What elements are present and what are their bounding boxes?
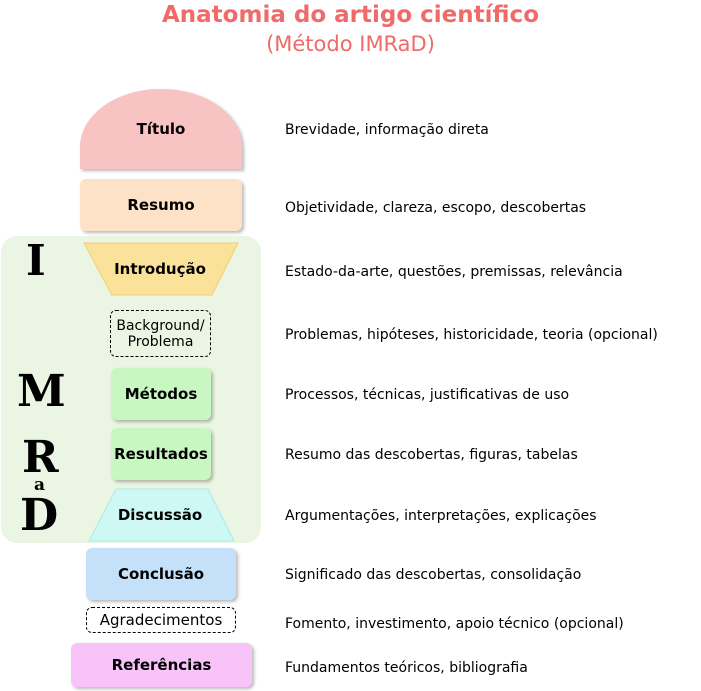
agradecimentos-description: Fomento, investimento, apoio técnico (op… (285, 616, 624, 632)
titulo-label: Título (136, 120, 186, 138)
discussao-shape (88, 488, 235, 542)
resumo-label: Resumo (127, 196, 195, 214)
background-label-line1: Background/ (116, 317, 205, 334)
titulo-description: Brevidade, informação direta (285, 122, 489, 138)
imrad-letter-a: a (34, 475, 46, 495)
imrad-letter-d: D (20, 490, 59, 541)
background-label-line2: Problema (127, 333, 194, 350)
conclusao-block: Conclusão (86, 548, 236, 600)
resumo-block: Resumo (80, 179, 242, 231)
background-description: Problemas, hipóteses, historicidade, teo… (285, 327, 658, 343)
page-title: Anatomia do artigo científico (161, 2, 539, 28)
metodos-description: Processos, técnicas, justificativas de u… (285, 387, 570, 403)
page-subtitle: (Método IMRaD) (266, 32, 435, 56)
resultados-block: Resultados (111, 428, 211, 480)
discussao-description: Argumentações, interpretações, explicaçõ… (285, 508, 597, 524)
introducao-label: Introdução (114, 260, 206, 278)
agradecimentos-box: Agradecimentos (86, 607, 236, 633)
conclusao-description: Significado das descobertas, consolidaçã… (285, 567, 582, 583)
conclusao-label: Conclusão (117, 565, 205, 583)
imrad-letter-i: I (26, 236, 46, 285)
introducao-description: Estado-da-arte, questões, premissas, rel… (285, 264, 623, 280)
resultados-label: Resultados (114, 445, 208, 463)
introducao-shape (83, 242, 239, 296)
metodos-label: Métodos (124, 385, 198, 403)
referencias-block: Referências (71, 643, 252, 687)
referencias-description: Fundamentos teóricos, bibliografia (285, 660, 528, 676)
referencias-label: Referências (111, 656, 212, 674)
agradecimentos-label: Agradecimentos (99, 611, 223, 629)
resumo-description: Objetividade, clareza, escopo, descobert… (285, 200, 587, 216)
imrad-letter-m: M (17, 366, 66, 417)
discussao-label: Discussão (117, 506, 203, 524)
background-problema-box: Background/ Problema (110, 310, 211, 357)
imrad-letter-r: R (22, 432, 59, 483)
resultados-description: Resumo das descobertas, figuras, tabelas (285, 447, 578, 463)
titulo-block: Título (80, 89, 242, 169)
metodos-block: Métodos (111, 368, 211, 420)
